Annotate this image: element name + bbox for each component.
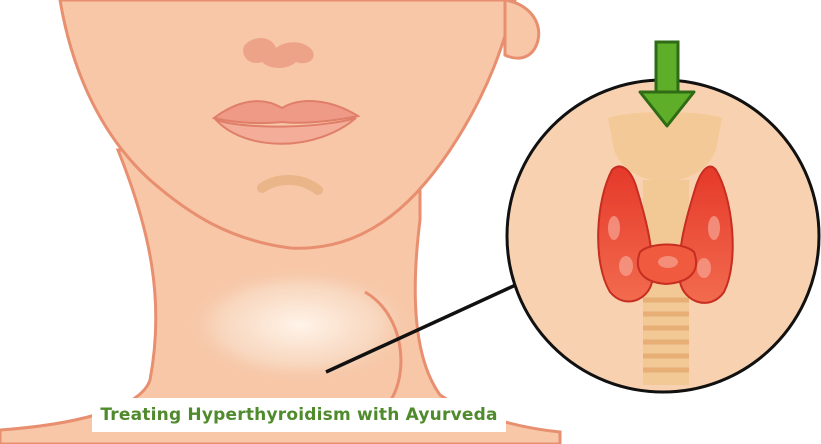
face: [60, 0, 515, 248]
ear: [505, 0, 539, 58]
caption-title: Treating Hyperthyroidism with Ayurveda: [100, 405, 497, 425]
caption-box: Treating Hyperthyroidism with Ayurveda: [92, 398, 506, 432]
goiter-swelling: [185, 267, 415, 383]
